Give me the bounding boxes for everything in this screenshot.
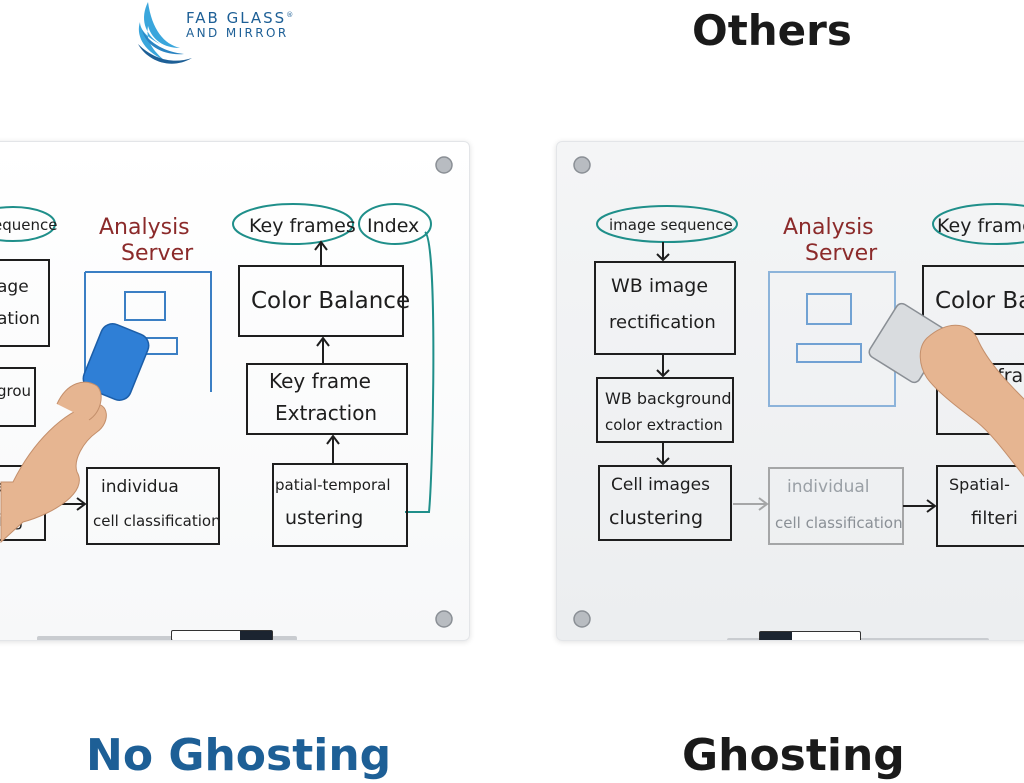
standoff-screw-icon — [573, 610, 591, 628]
image-sequence-oval — [596, 205, 738, 243]
key-frames-label: Key frame — [937, 215, 1024, 237]
cell-classification-label: cell classification — [93, 512, 221, 530]
arrow-up — [326, 434, 340, 464]
marker — [171, 630, 273, 640]
spatial-label: Spatial- — [949, 475, 1010, 494]
cell-images-label: Cell images — [611, 475, 710, 495]
cell-classification-box — [86, 467, 220, 545]
arrow-right — [903, 499, 937, 513]
arrow-down — [656, 442, 670, 466]
color-ba-label: Color Ba — [935, 288, 1024, 314]
box-ation-label: ation — [0, 309, 40, 329]
board-left-drawing: equence Analysis Server Key frames Index… — [0, 156, 453, 628]
wb-image-label: WB image — [611, 275, 708, 297]
box-grou-label: grou — [0, 382, 31, 400]
board-right-drawing: image sequence Analysis Server Key frame… — [573, 156, 1024, 628]
color-balance-box — [922, 265, 1024, 335]
whiteboard-ghosting: image sequence Analysis Server Key frame… — [556, 141, 1024, 641]
spatial-temporal-label: patial-temporal — [275, 476, 390, 494]
analysis-label: Analysis — [783, 215, 874, 240]
spatial-temporal-box — [272, 463, 408, 547]
key-frames-oval — [932, 203, 1024, 245]
wave-logo-icon — [138, 2, 192, 64]
key-frame-label: Key frame — [269, 369, 371, 393]
cell-images-box — [598, 465, 732, 541]
analysis-label: Analysis — [99, 215, 190, 240]
color-extraction-label: color extraction — [605, 416, 723, 434]
box-age-label: age — [0, 277, 29, 297]
extraction-label: Extraction — [275, 401, 377, 425]
brand-logo: FAB GLASS® AND MIRROR — [134, 0, 334, 70]
arrow-up — [316, 336, 330, 364]
sequence-label: equence — [0, 216, 57, 234]
server-label: Server — [805, 241, 878, 266]
sequence-oval — [0, 206, 56, 242]
brand-name: FAB GLASS® AND MIRROR — [186, 9, 296, 40]
clustering-label: clustering — [609, 507, 703, 529]
hand-with-eraser-icon — [868, 302, 1024, 478]
color-balance-label: Color Balance — [251, 288, 410, 314]
cell-classification-label: cell classification — [775, 514, 903, 532]
monitor-icon — [124, 291, 166, 321]
arrow-down — [656, 242, 670, 262]
server-label: Server — [121, 241, 194, 266]
wb-background-box — [596, 377, 734, 443]
individual-label: individual — [787, 477, 870, 497]
index-label: Index — [367, 215, 419, 237]
monitor-icon — [806, 293, 852, 325]
rectification-label: rectification — [609, 312, 716, 333]
filteri-label: filteri — [971, 508, 1018, 529]
index-oval — [358, 203, 432, 245]
feedback-line — [405, 231, 435, 513]
box-left-2 — [0, 367, 36, 427]
wb-image-box — [594, 261, 736, 355]
brand-line1: FAB GLASS — [186, 9, 287, 27]
arrow-right — [733, 497, 769, 511]
hand-with-eraser-icon — [0, 323, 150, 544]
spatial-box — [936, 465, 1024, 547]
standoff-screw-icon — [573, 156, 591, 174]
key-frames-oval — [232, 203, 354, 245]
arrow-down — [656, 354, 670, 378]
box-left-1 — [0, 259, 50, 347]
clustering-label: ustering — [285, 507, 363, 529]
standoff-screw-icon — [435, 610, 453, 628]
brand-line2: AND MIRROR — [186, 25, 289, 40]
whiteboard-no-ghosting: equence Analysis Server Key frames Index… — [0, 141, 470, 641]
individua-label: individua — [101, 477, 179, 497]
standoff-screw-icon — [435, 156, 453, 174]
server-box — [84, 271, 212, 392]
image-sequence-label: image sequence — [609, 216, 733, 234]
no-ghosting-heading: No Ghosting — [86, 730, 392, 781]
marker-tray — [37, 636, 297, 640]
brand-registered: ® — [286, 11, 296, 19]
others-heading: Others — [692, 6, 852, 55]
marker — [759, 631, 861, 640]
ghosting-heading: Ghosting — [682, 730, 905, 781]
wb-background-label: WB background — [605, 389, 732, 408]
arrow-up — [314, 240, 328, 266]
key-frame-extraction-box — [246, 363, 408, 435]
key-frames-label: Key frames — [249, 215, 356, 237]
